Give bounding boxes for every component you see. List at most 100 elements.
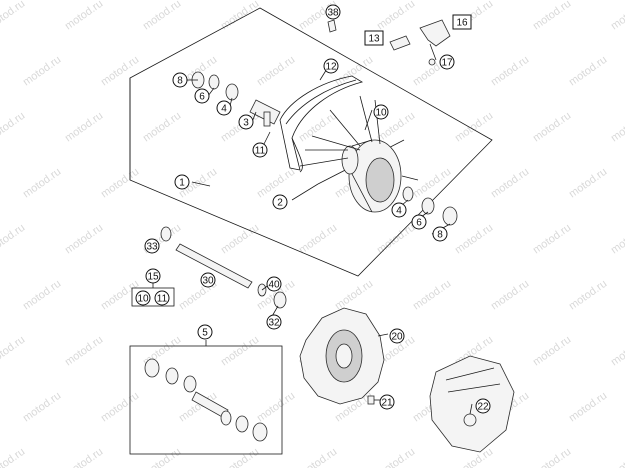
callout-number: 8	[177, 76, 183, 87]
brake-disc	[299, 307, 385, 405]
callout-number: 33	[146, 242, 158, 253]
callout-marker	[439, 54, 455, 70]
callout-marker	[266, 276, 282, 292]
callout-number: 6	[416, 218, 422, 229]
watermark-text: motod.ru	[63, 110, 105, 145]
callout-number: 22	[477, 402, 489, 413]
callout-number: 12	[325, 62, 337, 73]
callout-c20: 20	[389, 328, 405, 344]
callout-marker	[325, 4, 341, 20]
callout-c5: 5	[197, 324, 213, 340]
callout-marker	[154, 290, 170, 306]
watermark-text: motod.ru	[567, 278, 609, 313]
callout-number: 6	[199, 92, 205, 103]
watermark-text: motod.ru	[21, 278, 63, 313]
callout-c21: 21	[379, 394, 395, 410]
callout-number: 4	[396, 206, 402, 217]
watermark-text: motod.ru	[63, 446, 105, 468]
watermark-text: motod.ru	[531, 0, 573, 32]
callout-marker	[364, 30, 384, 46]
callout-number: 21	[381, 398, 393, 409]
watermark-text: motod.ru	[609, 0, 625, 32]
watermark-text: motod.ru	[219, 222, 261, 257]
watermark-text: motod.ru	[453, 110, 495, 145]
watermark-text: motod.ru	[411, 166, 453, 201]
top-parts	[327, 19, 451, 66]
callout-number: 11	[255, 146, 266, 157]
callout-number: 40	[268, 280, 280, 291]
callout-c11s: 11	[154, 290, 170, 306]
watermark-text: motod.ru	[567, 166, 609, 201]
disc-bolt	[367, 395, 375, 405]
watermark-text: motod.ru	[411, 278, 453, 313]
watermark-text: motod.ru	[63, 222, 105, 257]
callout-c33: 33	[144, 238, 160, 254]
callout-marker	[145, 268, 161, 284]
callout-c6b: 6	[411, 214, 427, 230]
callout-marker	[389, 328, 405, 344]
watermark-text: motod.ru	[99, 54, 141, 89]
callout-c10: 10	[373, 104, 389, 120]
callout-c8b: 8	[432, 226, 448, 242]
callout-marker	[144, 238, 160, 254]
watermark-text: motod.ru	[255, 54, 297, 89]
callout-number: 1	[179, 178, 185, 189]
callout-number: 17	[441, 58, 453, 69]
watermark-text: motod.ru	[297, 222, 339, 257]
watermark-text: motod.ru	[21, 166, 63, 201]
callout-marker	[475, 398, 491, 414]
watermark-text: motod.ru	[567, 390, 609, 425]
watermark-text: motod.ru	[141, 110, 183, 145]
callout-c40: 40	[266, 276, 282, 292]
callout-number: 20	[391, 332, 403, 343]
callout-marker	[238, 114, 254, 130]
callout-c11: 11	[252, 142, 268, 158]
watermark-text: motod.ru	[63, 0, 105, 32]
watermark-text: motod.ru	[531, 334, 573, 369]
callout-marker	[452, 14, 472, 30]
bearing-set-parts	[144, 358, 268, 442]
callout-marker	[432, 226, 448, 242]
callout-c3: 3	[238, 114, 254, 130]
callout-c30: 30	[200, 272, 216, 288]
watermark-text: motod.ru	[375, 222, 417, 257]
callout-number: 32	[268, 318, 280, 329]
watermark-text: motod.ru	[531, 222, 573, 257]
watermark-text: motod.ru	[255, 390, 297, 425]
callout-number: 4	[221, 104, 227, 115]
watermark-text: motod.ru	[333, 54, 375, 89]
callout-c12: 12	[323, 58, 339, 74]
callout-number: 8	[437, 230, 443, 241]
callout-marker	[323, 58, 339, 74]
callout-c16: 16	[452, 14, 472, 30]
callout-marker	[197, 324, 213, 340]
callout-c13: 13	[364, 30, 384, 46]
callout-c4b: 4	[391, 202, 407, 218]
watermark-text: motod.ru	[489, 278, 531, 313]
callout-number: 13	[368, 34, 380, 45]
callout-c8a: 8	[172, 72, 188, 88]
callout-number: 10	[375, 108, 387, 119]
callout-c22: 22	[475, 398, 491, 414]
callout-marker	[174, 174, 190, 190]
watermark-text: motod.ru	[375, 0, 417, 32]
callout-number: 38	[327, 8, 339, 19]
watermark-text: motod.ru	[609, 222, 625, 257]
callout-marker	[135, 290, 151, 306]
callout-number: 16	[456, 18, 468, 29]
callout-c10s: 10	[135, 290, 151, 306]
watermark-text: motod.ru	[219, 0, 261, 32]
callout-c15: 15	[145, 268, 161, 284]
watermark-text: motod.ru	[297, 446, 339, 468]
watermark-text: motod.ru	[0, 110, 27, 145]
callout-marker	[391, 202, 407, 218]
watermark-text: motod.ru	[99, 166, 141, 201]
watermark-text: motod.ru	[0, 222, 27, 257]
watermark-text: motod.ru	[567, 54, 609, 89]
left-spacers	[191, 71, 281, 127]
watermark-text: motod.ru	[609, 334, 625, 369]
callout-marker	[252, 142, 268, 158]
callout-marker	[272, 194, 288, 210]
